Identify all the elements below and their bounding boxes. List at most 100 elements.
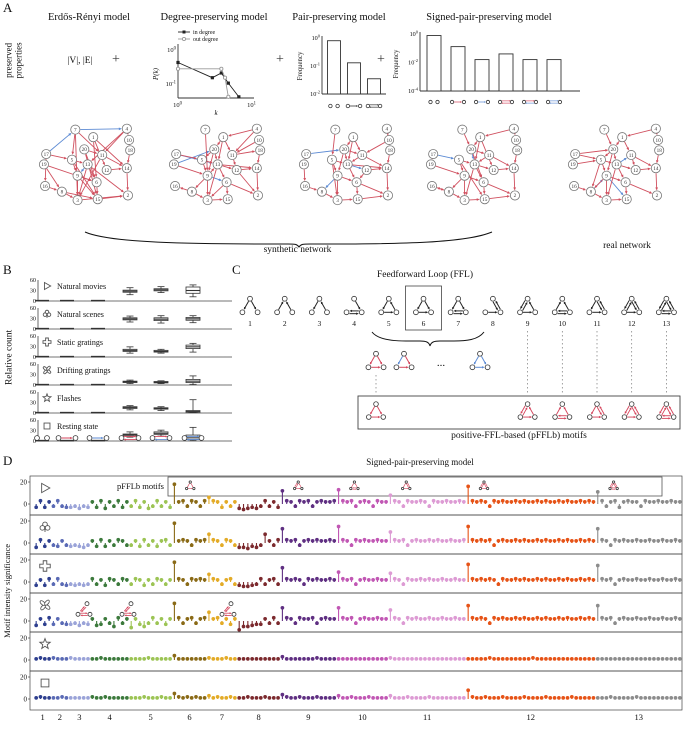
svg-text:13: 13	[663, 319, 671, 328]
svg-text:0: 0	[24, 501, 28, 509]
svg-text:5: 5	[331, 158, 334, 164]
triad-13-icon	[655, 295, 677, 316]
svg-text:7: 7	[334, 127, 337, 133]
svg-text:9: 9	[463, 174, 466, 180]
svg-text:30: 30	[30, 316, 36, 323]
oo-pair-icon	[34, 435, 50, 441]
svg-text:14: 14	[653, 166, 659, 172]
svg-text:7: 7	[204, 127, 207, 133]
svg-text:5: 5	[201, 158, 204, 164]
svg-text:60: 60	[30, 417, 36, 424]
pair-motif-annotation-icon	[219, 601, 237, 617]
pfflb-motif-icon	[621, 401, 642, 420]
svg-text:Natural movies: Natural movies	[57, 282, 106, 291]
svg-text:2: 2	[514, 193, 517, 199]
svg-text:20: 20	[20, 557, 28, 565]
svg-text:0: 0	[24, 618, 28, 626]
svg-text:6: 6	[482, 180, 485, 186]
svg-text:5: 5	[458, 158, 461, 164]
svg-text:8: 8	[257, 712, 261, 722]
pfflb-bottom-label: positive-FFL-based (pFFLb) motifs	[451, 431, 587, 441]
square-icon	[40, 678, 50, 688]
svg-text:19: 19	[570, 162, 576, 168]
svg-text:18: 18	[128, 148, 134, 154]
triangle-icon	[43, 281, 52, 291]
triad-9-icon	[517, 295, 539, 316]
relative-count-ylabel: Relative count	[4, 329, 15, 386]
pfflb-motif-icon	[656, 401, 677, 420]
svg-text:20: 20	[82, 147, 88, 153]
svg-text:30: 30	[30, 400, 36, 407]
svg-text:5: 5	[149, 712, 153, 722]
svg-text:2: 2	[283, 319, 287, 328]
pfflb-motif-icon	[185, 480, 196, 491]
star-icon	[38, 637, 52, 650]
svg-text:2: 2	[656, 193, 659, 199]
svg-text:10: 10	[358, 712, 367, 722]
svg-text:100: 100	[173, 101, 183, 109]
svg-text:10: 10	[513, 138, 519, 144]
svg-text:0: 0	[33, 438, 36, 445]
svg-text:3: 3	[463, 198, 466, 204]
svg-text:1: 1	[92, 135, 95, 141]
svg-text:10-4: 10-4	[408, 86, 419, 95]
svg-text:4: 4	[386, 127, 389, 133]
drr-pair-icon	[118, 435, 142, 441]
preserved-properties-label: preserved properties	[3, 42, 24, 79]
model-header-degree: Degree-preserving model	[160, 12, 268, 23]
svg-text:17: 17	[304, 152, 310, 158]
svg-text:7: 7	[74, 127, 77, 133]
svg-text:4: 4	[513, 127, 516, 133]
svg-text:15: 15	[95, 197, 101, 203]
dk-pair-icon	[365, 103, 383, 109]
svg-text:Frequency: Frequency	[393, 49, 400, 78]
svg-text:Resting state: Resting state	[57, 422, 99, 431]
drb-pair-icon	[521, 99, 539, 105]
svg-text:1: 1	[352, 135, 355, 141]
svg-text:60: 60	[30, 305, 36, 312]
svg-text:60: 60	[30, 278, 36, 284]
triad-4-icon	[343, 295, 365, 316]
svg-text:11: 11	[100, 153, 105, 159]
model-header-pair: Pair-preserving model	[292, 12, 386, 23]
svg-text:8: 8	[590, 189, 593, 195]
svg-text:16: 16	[172, 184, 178, 190]
svg-text:14: 14	[254, 166, 260, 172]
svg-text:2: 2	[387, 193, 390, 199]
svg-text:pFFLb motifs: pFFLb motifs	[117, 481, 164, 491]
svg-text:13: 13	[345, 162, 351, 168]
svg-text:Drifting gratings: Drifting gratings	[57, 366, 111, 375]
plus-sign: +	[377, 52, 385, 67]
svg-text:0: 0	[24, 657, 28, 665]
svg-text:5: 5	[387, 319, 391, 328]
svg-text:17: 17	[573, 152, 579, 158]
svg-text:15: 15	[624, 197, 630, 203]
svg-text:30: 30	[30, 344, 36, 351]
svg-text:14: 14	[511, 166, 517, 172]
svg-text:12: 12	[364, 168, 370, 174]
svg-text:4: 4	[107, 712, 112, 722]
er-preserved-text: |V|, |E|	[67, 56, 93, 66]
panel-b-label: B	[3, 262, 12, 277]
svg-text:10: 10	[559, 319, 567, 328]
svg-text:20: 20	[469, 147, 475, 153]
svg-text:9: 9	[306, 712, 310, 722]
panel-a-label: A	[3, 0, 13, 15]
svg-text:12: 12	[491, 168, 497, 174]
svg-text:14: 14	[384, 166, 390, 172]
svg-text:20: 20	[212, 147, 218, 153]
svg-text:60: 60	[30, 333, 36, 340]
pfflb-motif-icon	[293, 480, 304, 491]
svg-text:8: 8	[448, 189, 451, 195]
svg-text:30: 30	[30, 428, 36, 435]
svg-text:out degree: out degree	[193, 37, 218, 43]
svg-text:20: 20	[20, 518, 28, 526]
plus-sign: +	[112, 52, 120, 67]
